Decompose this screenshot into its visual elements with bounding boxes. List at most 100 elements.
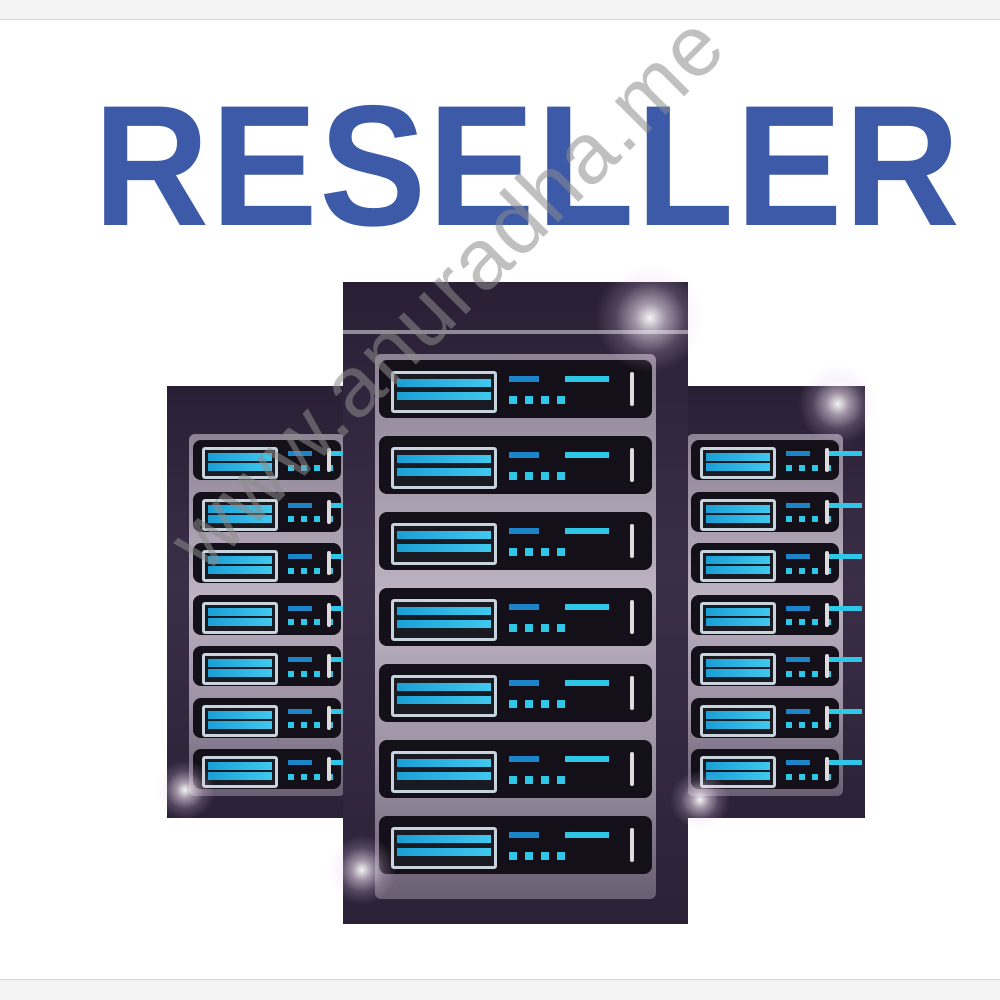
- drive-slot: [706, 720, 770, 729]
- drive-unit: [193, 543, 364, 583]
- drive-slot: [706, 566, 770, 574]
- rack-handle: [327, 499, 331, 524]
- status-led: [301, 567, 307, 574]
- rack-handle: [327, 757, 331, 781]
- status-led: [288, 516, 294, 523]
- rack-handle: [825, 757, 829, 781]
- drive-slot: [706, 453, 770, 461]
- light-flare: [670, 770, 730, 830]
- status-led: [541, 471, 549, 480]
- status-led: [509, 851, 517, 860]
- status-led: [288, 451, 312, 457]
- drive-bay: [391, 675, 497, 717]
- server-rack: [167, 386, 367, 818]
- drive-unit: [691, 440, 862, 480]
- drive-slot: [208, 556, 272, 564]
- status-led: [828, 451, 862, 457]
- rack-handle: [327, 602, 331, 627]
- status-led: [786, 657, 810, 663]
- rack-handle: [327, 448, 331, 472]
- drive-slot: [208, 710, 272, 719]
- status-led: [812, 773, 818, 780]
- status-led: [565, 376, 609, 383]
- drive-slot: [208, 514, 272, 523]
- bottom-border: [0, 980, 1000, 1000]
- drive-bay: [700, 653, 776, 685]
- status-led: [565, 528, 609, 535]
- status-led: [314, 516, 320, 523]
- status-led: [786, 722, 792, 729]
- drive-slot: [397, 455, 491, 463]
- status-led: [557, 699, 565, 708]
- drive-slot: [208, 659, 272, 667]
- rack-front-panel: [189, 434, 364, 796]
- status-led: [525, 699, 533, 708]
- drive-unit: [691, 646, 862, 686]
- drive-bay: [202, 550, 278, 582]
- status-led: [314, 773, 320, 780]
- status-led: [509, 452, 539, 459]
- rack-handle: [327, 705, 331, 730]
- drive-bay: [202, 653, 278, 685]
- status-led: [509, 547, 517, 556]
- status-led: [799, 516, 805, 523]
- rack-handle: [630, 523, 634, 559]
- status-led: [509, 604, 539, 611]
- drive-slot: [397, 848, 491, 856]
- rack-handle: [630, 827, 634, 863]
- status-led: [799, 464, 805, 471]
- drive-unit: [379, 512, 652, 570]
- drive-bay: [700, 704, 776, 737]
- drive-slot: [208, 772, 272, 780]
- top-border: [0, 0, 1000, 19]
- drive-slot: [706, 762, 770, 770]
- status-led: [812, 670, 818, 677]
- rack-handle: [630, 371, 634, 407]
- status-led: [288, 605, 312, 611]
- drive-bay: [202, 704, 278, 737]
- drive-slot: [706, 669, 770, 677]
- status-led: [828, 605, 862, 611]
- status-led: [786, 708, 810, 714]
- status-led: [828, 502, 862, 508]
- drive-unit: [691, 491, 862, 532]
- status-led: [288, 567, 294, 574]
- rack-handle: [630, 447, 634, 483]
- status-led: [301, 773, 307, 780]
- drive-unit: [379, 436, 652, 494]
- status-led: [786, 502, 810, 508]
- status-led: [565, 680, 609, 687]
- light-flare: [155, 760, 215, 820]
- status-led: [301, 516, 307, 523]
- drive-bay: [391, 751, 497, 793]
- light-flare: [327, 835, 397, 905]
- rack-front-panel: [687, 434, 862, 796]
- drive-bay: [391, 371, 497, 413]
- drive-slot: [397, 835, 491, 843]
- rack-top-edge: [343, 330, 688, 334]
- drive-slot: [397, 607, 491, 615]
- status-led: [509, 775, 517, 784]
- status-led: [525, 547, 533, 556]
- drive-slot: [208, 720, 272, 729]
- status-led: [812, 464, 818, 471]
- rack-handle: [630, 675, 634, 711]
- drive-bay: [700, 498, 776, 531]
- drive-slot: [706, 556, 770, 564]
- status-led: [786, 464, 792, 471]
- top-divider: [0, 19, 1000, 20]
- drive-unit: [379, 740, 652, 798]
- status-led: [525, 775, 533, 784]
- rack-handle: [630, 751, 634, 787]
- drive-slot: [208, 607, 272, 616]
- drive-unit: [691, 543, 862, 583]
- status-led: [799, 773, 805, 780]
- status-led: [557, 775, 565, 784]
- status-led: [541, 699, 549, 708]
- status-led: [509, 528, 539, 535]
- drive-slot: [706, 514, 770, 523]
- status-led: [565, 756, 609, 763]
- status-led: [525, 623, 533, 632]
- server-rack: [665, 386, 865, 818]
- status-led: [786, 554, 810, 560]
